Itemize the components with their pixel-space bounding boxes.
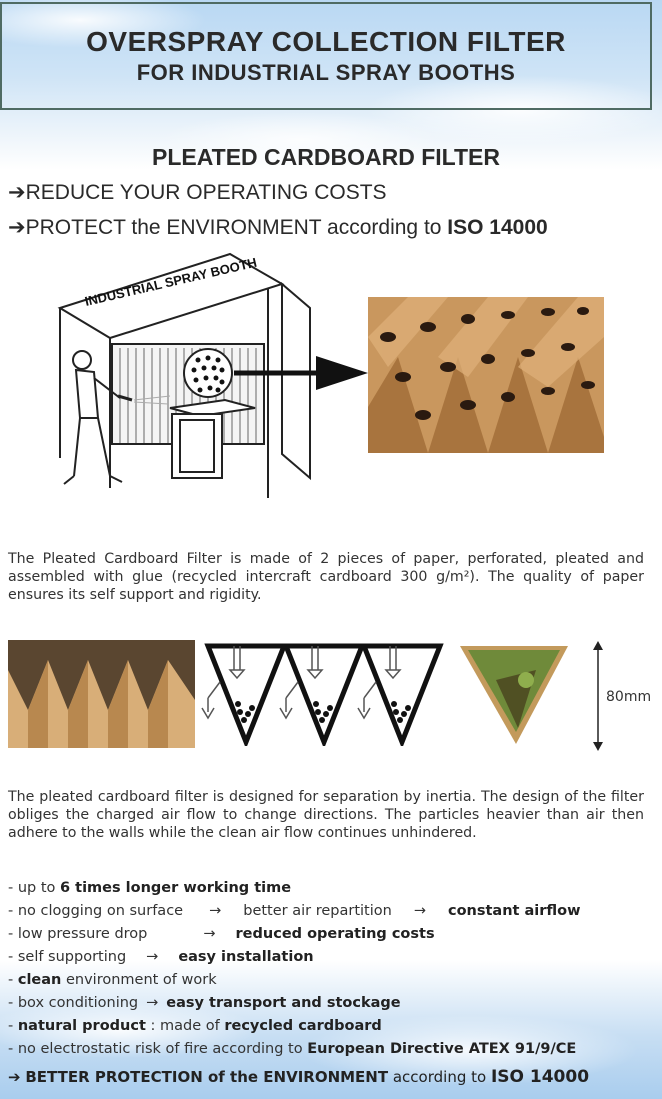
inertia-separation-diagram [201,643,444,746]
arrow-right-icon: ➔ [8,1068,21,1086]
arrow-icon: → [209,903,222,919]
list-item: - box conditioning→easy transport and st… [8,995,401,1011]
arrow-icon: → [146,995,159,1011]
description-paragraph-1: The Pleated Cardboard Filter is made of … [8,551,644,603]
arrow-icon: → [146,949,159,965]
spray-booth-illustration: INDUSTRIAL SPRAY BOOTH [57,252,368,498]
list-item: - self supporting→easy installation [8,949,314,965]
list-item: - no electrostatic risk of fire accordin… [8,1041,577,1057]
benefits-list: - up to 6 times longer working time - no… [8,877,658,1061]
list-item: - clean environment of work [8,972,217,988]
list-item: - up to 6 times longer working time [8,880,292,896]
perforated-cardboard-photo [368,297,604,453]
arrow-right-icon: ➔ [8,181,26,204]
used-filter-photo [456,640,572,748]
arrow-icon: → [203,926,216,942]
arrow-icon: → [413,903,426,919]
description-paragraph-2: The pleated cardboard filter is designed… [8,789,644,841]
intro-line-environment: ➔PROTECT the ENVIRONMENT according to IS… [8,216,548,239]
arrow-right-icon: ➔ [8,216,26,239]
dimension-label: 80mm [606,689,652,705]
dimension-arrow [593,641,603,751]
pleated-filter-photo [8,640,195,748]
list-item: - low pressure drop→reduced operating co… [8,926,435,942]
footer-statement: ➔ BETTER PROTECTION of the ENVIRONMENT a… [8,1067,590,1087]
list-item: - natural product : made of recycled car… [8,1018,382,1034]
main-subtitle: FOR INDUSTRIAL SPRAY BOOTHS [136,60,516,85]
main-title: OVERSPRAY COLLECTION FILTER [86,26,566,57]
header-banner: OVERSPRAY COLLECTION FILTER FOR INDUSTRI… [0,2,652,110]
intro-line-costs: ➔REDUCE YOUR OPERATING COSTS [8,181,387,204]
list-item: - no clogging on surface→better air repa… [8,903,581,919]
product-title: PLEATED CARDBOARD FILTER [152,144,500,170]
